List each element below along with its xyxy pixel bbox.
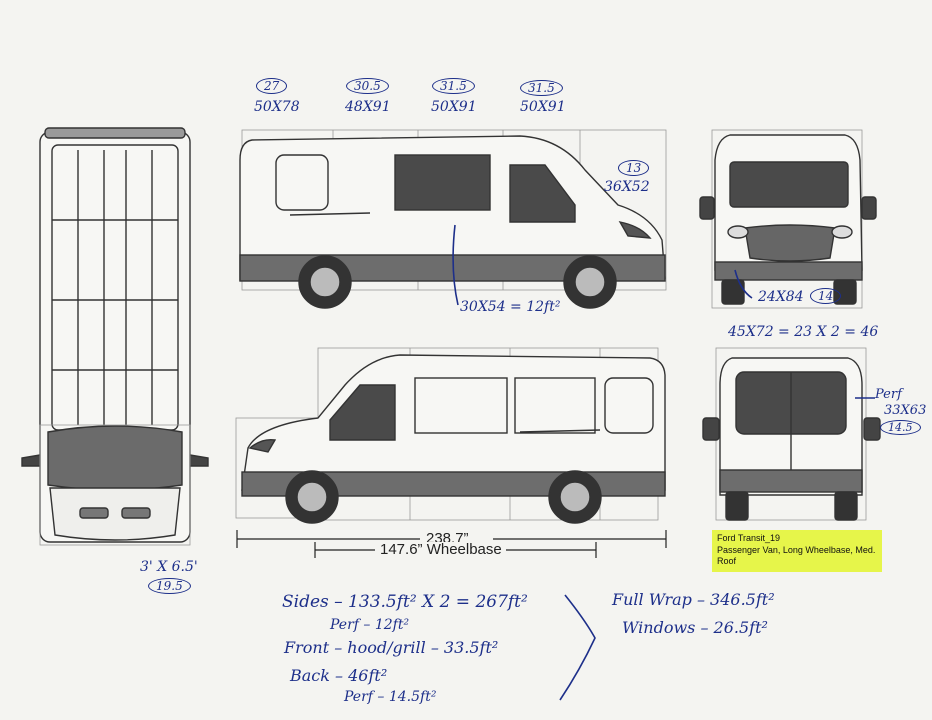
- rear-perf-count: 14.5: [880, 420, 921, 435]
- hand-strokes: [452, 224, 875, 701]
- vehicle-label-description: Passenger Van, Long Wheelbase, Med. Roof: [717, 544, 876, 567]
- wheelbase-dim: 147.6” Wheelbase: [376, 542, 506, 557]
- panel-2-dims: 48X91: [345, 99, 391, 115]
- van-side-view-upper: [239, 129, 667, 309]
- panel-1-dims: 50X78: [254, 99, 300, 115]
- note-full-wrap: Full Wrap – 346.5ft²: [612, 590, 775, 609]
- panel-3-count: 31.5: [432, 78, 475, 94]
- van-side-view-lower: [235, 347, 666, 524]
- front-grill-count: 14: [810, 288, 842, 304]
- front-window-count: 13: [618, 160, 650, 176]
- dimension-lines: [236, 530, 667, 558]
- panel-2-count: 30.5: [346, 78, 389, 94]
- rear-calc: 45X72 = 23 X 2 = 46: [728, 324, 879, 340]
- van-rear-view: [702, 347, 881, 521]
- van-top-view: [21, 127, 209, 546]
- note-back-perf: Perf – 14.5ft²: [344, 689, 437, 705]
- note-windows: Windows – 26.5ft²: [622, 618, 768, 637]
- panel-4-dims: 50X91: [520, 99, 566, 115]
- rear-perf-dims: 33X63: [884, 403, 927, 418]
- note-back: Back – 46ft²: [290, 666, 388, 685]
- front-grill-dims: 24X84: [758, 289, 804, 305]
- panel-1-count: 27: [256, 78, 288, 94]
- rear-perf-label: Perf: [875, 387, 902, 402]
- panel-3-dims: 50X91: [431, 99, 477, 115]
- top-view-dims: 3' X 6.5': [140, 559, 198, 575]
- note-sides-perf: Perf – 12ft²: [330, 617, 410, 633]
- front-window-dims: 36X52: [604, 179, 650, 195]
- door-window-note: 30X54 = 12ft²: [460, 299, 561, 315]
- top-view-count: 19.5: [148, 578, 191, 594]
- van-front-view: [699, 129, 877, 309]
- vehicle-label: Ford Transit_19 Passenger Van, Long Whee…: [712, 530, 882, 573]
- vehicle-label-model: Ford Transit_19: [717, 533, 781, 543]
- note-sides: Sides – 133.5ft² X 2 = 267ft²: [282, 592, 528, 612]
- panel-4-count: 31.5: [520, 80, 563, 96]
- note-front: Front – hood/grill – 33.5ft²: [284, 638, 499, 657]
